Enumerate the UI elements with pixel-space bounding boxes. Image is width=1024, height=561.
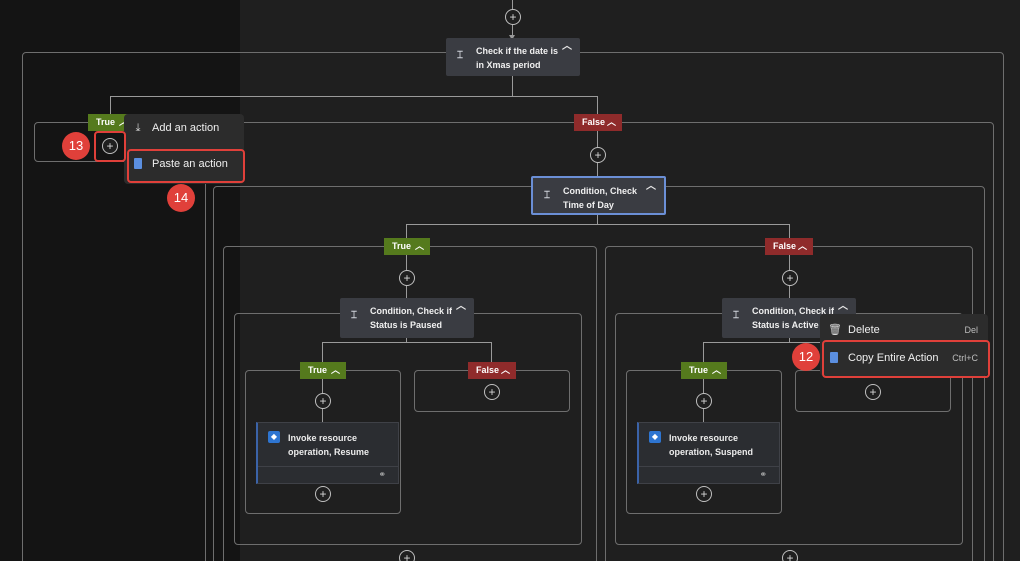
- condition-icon: ⌶: [730, 310, 742, 322]
- menu-item-add-action[interactable]: ⤓ Add an action: [124, 118, 244, 138]
- condition-card-xmas[interactable]: ⌶ Check if the date is in Xmas period ︿: [446, 38, 580, 76]
- condition-icon: ⌶: [541, 190, 553, 202]
- false-branch-badge[interactable]: False︿: [468, 362, 516, 379]
- trash-icon: 🗑: [828, 324, 840, 336]
- condition-label: Condition, Check if Status is Paused: [370, 304, 454, 332]
- chevron-up-icon: ︿: [415, 238, 424, 255]
- plus-icon[interactable]: +: [505, 9, 521, 25]
- chevron-up-icon[interactable]: ︿: [838, 300, 848, 314]
- connector: [512, 96, 598, 97]
- connector: [789, 224, 790, 238]
- plus-icon[interactable]: +: [590, 147, 606, 163]
- chevron-up-icon[interactable]: ︿: [456, 300, 466, 314]
- plus-icon[interactable]: +: [315, 393, 331, 409]
- plus-icon[interactable]: +: [865, 384, 881, 400]
- badge-label: False: [476, 365, 499, 375]
- shortcut-label: Del: [964, 320, 978, 340]
- connector: [789, 338, 790, 342]
- step-12-badge: 12: [792, 343, 820, 371]
- menu-item-label: Delete: [848, 320, 880, 340]
- condition-label: Condition, Check Time of Day: [563, 184, 644, 212]
- connector: [110, 96, 515, 97]
- resource-cube-icon: ◆: [649, 431, 661, 443]
- action-footer: ⚭: [639, 466, 779, 483]
- highlight-paste-action: [127, 149, 245, 183]
- false-branch-badge[interactable]: False︿: [574, 114, 622, 131]
- condition-label: Check if the date is in Xmas period: [476, 44, 560, 72]
- menu-item-label: Add an action: [152, 118, 219, 138]
- connector: [406, 224, 790, 225]
- plus-icon[interactable]: +: [484, 384, 500, 400]
- badge-label: False: [582, 117, 605, 127]
- plus-icon[interactable]: +: [696, 486, 712, 502]
- plus-icon[interactable]: +: [399, 550, 415, 561]
- badge-label: False: [773, 241, 796, 251]
- condition-icon: ⌶: [454, 50, 466, 62]
- add-action-icon: ⤓: [132, 122, 144, 134]
- step-13-badge: 13: [62, 132, 90, 160]
- connector: [703, 342, 704, 362]
- chevron-up-icon: ︿: [798, 238, 807, 255]
- chevron-up-icon[interactable]: ︿: [646, 180, 656, 194]
- highlight-plus-button: [94, 131, 126, 162]
- plus-icon[interactable]: +: [399, 270, 415, 286]
- highlight-copy-action: [822, 340, 990, 378]
- connector: [406, 338, 407, 342]
- true-branch-badge[interactable]: True ︿: [300, 362, 346, 379]
- plus-icon[interactable]: +: [782, 550, 798, 561]
- connector: [110, 96, 111, 114]
- plus-icon[interactable]: +: [696, 393, 712, 409]
- badge-label: True: [392, 241, 411, 251]
- action-label: Invoke resource operation, Resume: [288, 431, 392, 459]
- step-14-badge: 14: [167, 184, 195, 212]
- connector: [597, 96, 598, 114]
- menu-item-delete[interactable]: 🗑 Delete Del: [820, 320, 988, 340]
- chevron-up-icon: ︿: [331, 362, 340, 379]
- chevron-up-icon[interactable]: ︿: [562, 40, 572, 54]
- link-icon[interactable]: ⚭: [759, 469, 767, 480]
- connector: [406, 224, 407, 238]
- false-branch-badge[interactable]: False︿: [765, 238, 813, 255]
- true-branch-badge[interactable]: True ︿: [681, 362, 727, 379]
- action-footer: ⚭: [258, 466, 398, 483]
- condition-icon: ⌶: [348, 310, 360, 322]
- chevron-up-icon: ︿: [607, 114, 616, 131]
- plus-icon[interactable]: +: [315, 486, 331, 502]
- condition-card-time[interactable]: ⌶ Condition, Check Time of Day ︿: [531, 176, 666, 215]
- true-branch-badge[interactable]: True ︿: [384, 238, 430, 255]
- connector: [512, 76, 513, 96]
- page-edge: [1020, 0, 1024, 561]
- action-card-suspend[interactable]: ◆ Invoke resource operation, Suspend ⚭: [637, 422, 780, 484]
- plus-icon[interactable]: +: [782, 270, 798, 286]
- chevron-up-icon: ︿: [501, 362, 510, 379]
- condition-card-paused[interactable]: ⌶ Condition, Check if Status is Paused ︿: [340, 298, 474, 338]
- resource-cube-icon: ◆: [268, 431, 280, 443]
- badge-label: True: [308, 365, 327, 375]
- link-icon[interactable]: ⚭: [378, 469, 386, 480]
- badge-label: True: [689, 365, 708, 375]
- badge-label: True: [96, 117, 115, 127]
- action-card-resume[interactable]: ◆ Invoke resource operation, Resume ⚭: [256, 422, 399, 484]
- chevron-up-icon: ︿: [712, 362, 721, 379]
- connector: [322, 342, 492, 343]
- connector: [491, 342, 492, 362]
- action-label: Invoke resource operation, Suspend: [669, 431, 773, 459]
- connector: [322, 342, 323, 362]
